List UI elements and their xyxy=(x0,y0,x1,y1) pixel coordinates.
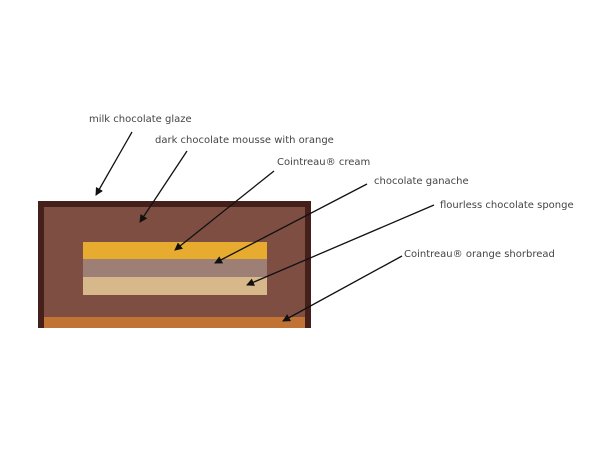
sponge-layer xyxy=(83,277,267,295)
arrow-mousse xyxy=(139,150,188,223)
arrow-cream xyxy=(174,170,275,251)
arrow-sponge xyxy=(246,204,435,286)
label-glaze: milk chocolate glaze xyxy=(89,114,192,125)
arrow-ganache xyxy=(214,183,368,264)
label-cream: Cointreau® cream xyxy=(277,157,371,168)
label-shortbread: Cointreau® orange shorbread xyxy=(404,249,555,260)
label-sponge: flourless chocolate sponge xyxy=(440,200,574,211)
label-ganache: chocolate ganache xyxy=(374,176,469,187)
label-mousse: dark chocolate mousse with orange xyxy=(155,135,334,146)
shortbread-layer xyxy=(44,317,305,328)
ganache-layer xyxy=(83,259,267,277)
arrow-glaze xyxy=(95,131,133,196)
arrow-shortbread xyxy=(282,255,403,322)
